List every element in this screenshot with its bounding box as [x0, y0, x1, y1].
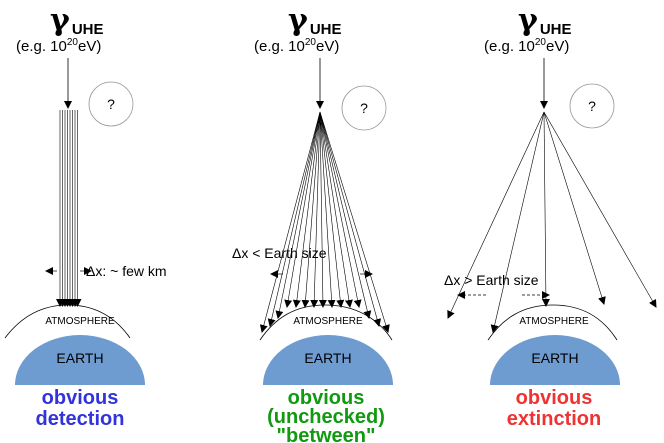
- caption-line-2: detection: [36, 408, 125, 430]
- delta-x-label: Δx < Earth size: [232, 245, 327, 261]
- earth-label: EARTH: [304, 350, 351, 366]
- question-mark: ?: [360, 100, 368, 116]
- atmosphere-boundary: [487, 304, 618, 341]
- atmosphere-label: ATMOSPHERE: [45, 316, 115, 327]
- atmosphere-boundary: [259, 304, 393, 341]
- earth-disk: [15, 335, 145, 385]
- caption-line-2: (unchecked): [267, 406, 385, 428]
- energy-label: (e.g. 1020eV): [16, 37, 101, 55]
- energy-label: (e.g. 1020eV): [254, 37, 339, 55]
- atmosphere-label: ATMOSPHERE: [293, 316, 363, 327]
- caption-line-2: extinction: [507, 408, 601, 430]
- shower-fan: [259, 111, 390, 333]
- atmosphere-boundary: [4, 304, 131, 339]
- caption-line-3: "between": [277, 425, 376, 443]
- earth-disk: [490, 335, 620, 385]
- caption-line-1: obvious: [516, 387, 593, 409]
- atmosphere-label: ATMOSPHERE: [519, 316, 589, 327]
- question-circle: [341, 85, 387, 131]
- question-mark: ?: [107, 96, 115, 112]
- question-mark: ?: [588, 98, 596, 114]
- wide-shower-fan: [447, 111, 657, 333]
- question-circle: [88, 81, 134, 127]
- narrow-shower-bundle: [56, 110, 82, 307]
- earth-disk: [263, 335, 393, 385]
- caption-line-1: obvious: [288, 387, 365, 409]
- question-circle: [569, 83, 615, 129]
- delta-x-label: Δx > Earth size: [444, 272, 539, 288]
- caption-line-1: obvious: [42, 387, 119, 409]
- delta-x-label: Δx: ~ few km: [86, 263, 167, 279]
- earth-label: EARTH: [56, 350, 103, 366]
- earth-label: EARTH: [531, 350, 578, 366]
- energy-label: (e.g. 1020eV): [484, 37, 569, 55]
